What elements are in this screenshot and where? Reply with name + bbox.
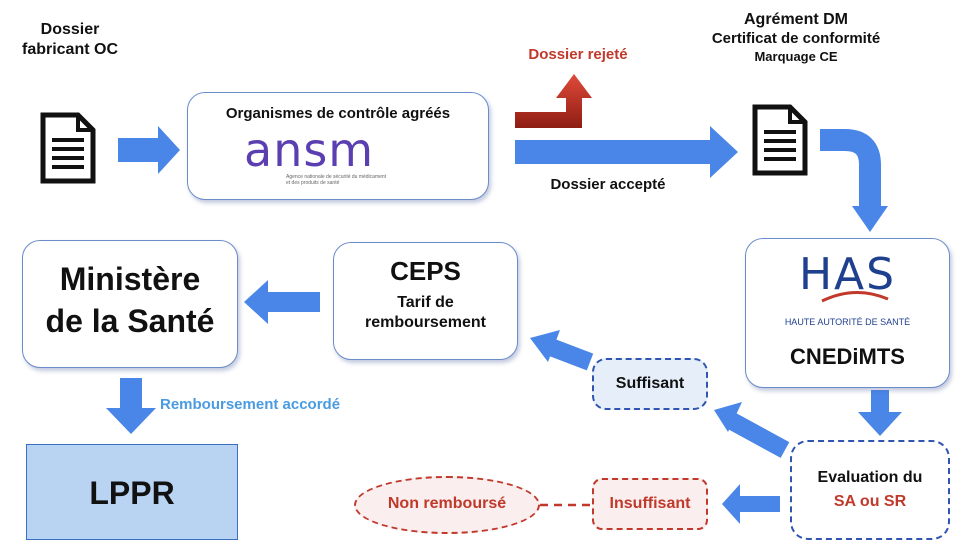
suffisant-label: Suffisant xyxy=(615,375,685,392)
arrow-doc-to-oc xyxy=(118,126,180,174)
insuffisant-box: Insuffisant xyxy=(592,478,708,530)
remboursement-accorde-label: Remboursement accordé xyxy=(160,396,341,413)
lppr-box: LPPR xyxy=(26,444,238,540)
arrow-oc-to-agrement xyxy=(515,126,738,178)
suffisant-box: Suffisant xyxy=(592,358,708,410)
arrow-rejected xyxy=(515,74,592,128)
arrow-suffisant-to-ceps xyxy=(530,330,594,371)
document-icon xyxy=(40,112,96,184)
evaluation-label: Evaluation du xyxy=(817,469,923,486)
has-logo: HAS xyxy=(798,249,897,300)
ministere-box: Ministère de la Santé xyxy=(22,240,238,368)
non-rembourse-label: Non remboursé xyxy=(387,495,507,512)
arrow-ministere-to-lppr xyxy=(106,378,156,434)
insuffisant-label: Insuffisant xyxy=(609,495,691,512)
ceps-title: CEPS xyxy=(390,256,461,286)
evaluation-sa-sr: SA ou SR xyxy=(833,493,907,510)
oc-box: Organismes de contrôle agréés ansm Agenc… xyxy=(187,92,489,200)
arrow-agrement-to-has xyxy=(820,129,881,208)
oc-title: Organismes de contrôle agréés xyxy=(225,105,451,122)
arrow-ceps-to-ministere xyxy=(244,280,320,324)
agrement-label: Agrément DM Certificat de conformité Mar… xyxy=(711,11,881,64)
dossier-rejete-label: Dossier rejeté xyxy=(528,46,628,63)
arrow-has-to-eval xyxy=(858,390,902,436)
arrow-eval-to-suffisant xyxy=(714,402,790,458)
dossier-accepte-label: Dossier accepté xyxy=(550,176,666,193)
document-icon xyxy=(752,104,808,176)
ansm-logo-subtitle: Agence nationale de sécurité du médicame… xyxy=(286,174,387,186)
non-rembourse-ellipse: Non remboursé xyxy=(354,476,540,534)
has-box: HAS HAUTE AUTORITÉ DE SANTÉ CNEDiMTS xyxy=(745,238,950,388)
ceps-subtitle: Tarif de remboursement xyxy=(365,294,486,331)
ministere-label: Ministère de la Santé xyxy=(45,261,215,339)
arrow-eval-to-insuffisant xyxy=(722,484,780,524)
cnedimts-label: CNEDiMTS xyxy=(790,344,905,369)
dossier-fabricant-label: Dossier fabricant OC xyxy=(21,21,118,58)
has-logo-subtitle: HAUTE AUTORITÉ DE SANTÉ xyxy=(784,317,911,327)
ansm-logo: ansm xyxy=(244,123,375,177)
ceps-box: CEPS Tarif de remboursement xyxy=(333,242,518,360)
has-logo-swoosh xyxy=(821,290,889,303)
lppr-label: LPPR xyxy=(89,475,175,511)
evaluation-box: Evaluation du SA ou SR xyxy=(790,440,950,540)
